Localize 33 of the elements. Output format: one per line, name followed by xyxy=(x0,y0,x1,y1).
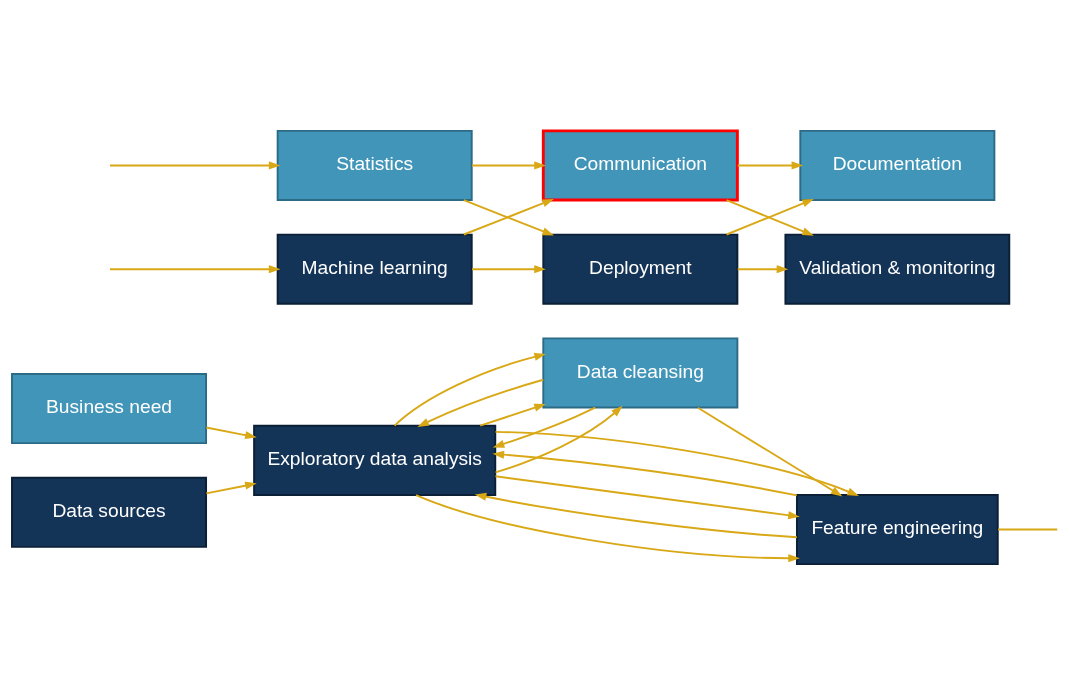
arrow xyxy=(494,430,859,497)
arrow xyxy=(393,352,546,427)
node-box: Documentation xyxy=(799,129,996,201)
arrow xyxy=(205,426,257,440)
arrow xyxy=(725,199,814,236)
arrow xyxy=(462,199,554,236)
node-box: Data sources xyxy=(11,476,208,548)
arrow xyxy=(479,403,546,427)
arrow xyxy=(736,265,789,274)
node-box: Validation & monitoring xyxy=(784,233,1011,305)
connector xyxy=(997,528,1059,531)
arrow xyxy=(474,492,798,539)
arrow xyxy=(492,450,798,497)
node-box: Communication xyxy=(541,129,739,202)
arrow xyxy=(415,494,800,563)
arrow xyxy=(205,481,257,495)
arrow xyxy=(471,265,546,274)
arrow xyxy=(494,405,623,474)
node-box: Exploratory data analysis xyxy=(253,424,497,496)
node-box: Feature engineering xyxy=(796,494,999,566)
node-box: Data cleansing xyxy=(542,337,739,409)
node-box: Machine learning xyxy=(276,233,473,305)
arrow xyxy=(471,161,546,170)
node-box: Deployment xyxy=(542,233,739,305)
arrow xyxy=(109,265,281,274)
node-box: Business need xyxy=(11,372,208,445)
arrow xyxy=(417,378,545,427)
arrow xyxy=(696,406,843,497)
node-box: Statistics xyxy=(276,129,473,201)
arrow xyxy=(492,406,597,448)
arrow xyxy=(736,161,804,170)
arrow xyxy=(494,475,800,520)
arrow xyxy=(109,161,281,170)
